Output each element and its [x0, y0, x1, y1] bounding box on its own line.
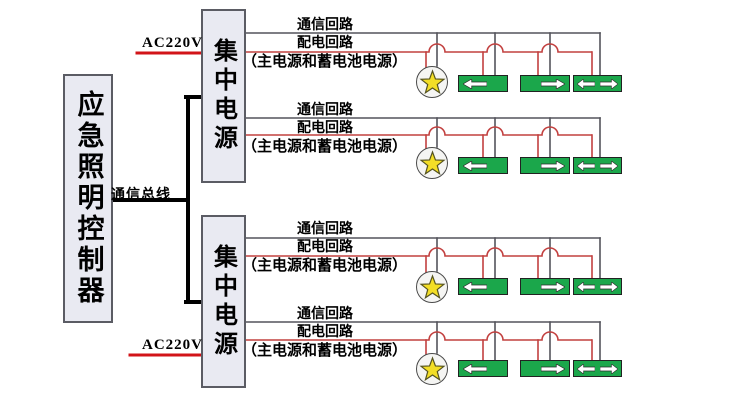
- power-circuit-label: 配电回路: [297, 239, 353, 255]
- arrow-right-icon: [600, 281, 618, 292]
- comm-circuit-label: 通信回路: [297, 221, 353, 237]
- power-circuit-label: 配电回路: [297, 120, 353, 136]
- arrow-left-icon: [577, 78, 595, 89]
- exit-sign-double-icon: [573, 360, 622, 377]
- arrow-left-icon: [463, 78, 487, 89]
- ac220v-label-bottom: AC220V: [142, 337, 203, 353]
- arrow-left-icon: [577, 363, 595, 374]
- arrow-left-icon: [463, 363, 487, 374]
- exit-sign-left-icon: [458, 278, 508, 295]
- power-circuit-label: 配电回路: [297, 324, 353, 340]
- star-icon: [418, 355, 446, 381]
- centralized-power-label: 集中电源: [209, 38, 238, 154]
- emergency-luminaire-icon: [416, 147, 448, 179]
- controller-box: 应急照明控制器: [63, 74, 113, 323]
- comm-circuit-label: 通信回路: [297, 17, 353, 33]
- arrow-left-icon: [577, 281, 595, 292]
- arrow-right-icon: [541, 160, 565, 171]
- centralized-power-label: 集中电源: [209, 243, 238, 360]
- arrow-right-icon: [541, 363, 565, 374]
- centralized-power-box-2: 集中电源: [201, 215, 246, 388]
- power-circuit-label: 配电回路: [297, 35, 353, 51]
- comm-bus-label: 通信总线: [111, 187, 171, 203]
- controller-label: 应急照明控制器: [72, 90, 104, 307]
- emergency-luminaire-icon: [416, 271, 448, 303]
- arrow-left-icon: [463, 160, 487, 171]
- arrow-left-icon: [577, 160, 595, 171]
- arrow-right-icon: [600, 78, 618, 89]
- power-source-note: （主电源和蓄电池电源）: [242, 52, 408, 70]
- exit-sign-left-icon: [458, 157, 508, 174]
- star-icon: [418, 273, 446, 299]
- arrow-left-icon: [463, 281, 487, 292]
- exit-sign-double-icon: [573, 75, 622, 92]
- arrow-right-icon: [600, 363, 618, 374]
- arrow-right-icon: [541, 78, 565, 89]
- star-icon: [418, 68, 446, 94]
- star-icon: [418, 149, 446, 175]
- power-source-note: （主电源和蓄电池电源）: [242, 137, 408, 155]
- emergency-luminaire-icon: [416, 353, 448, 385]
- exit-sign-right-icon: [520, 278, 570, 295]
- exit-sign-right-icon: [520, 157, 570, 174]
- exit-sign-double-icon: [573, 278, 622, 295]
- comm-circuit-label: 通信回路: [297, 102, 353, 118]
- power-source-note: （主电源和蓄电池电源）: [242, 341, 408, 359]
- exit-sign-double-icon: [573, 157, 622, 174]
- exit-sign-left-icon: [458, 75, 508, 92]
- emergency-luminaire-icon: [416, 66, 448, 98]
- exit-sign-left-icon: [458, 360, 508, 377]
- ac220v-label-top: AC220V: [142, 35, 203, 51]
- comm-circuit-label: 通信回路: [297, 306, 353, 322]
- exit-sign-right-icon: [520, 75, 570, 92]
- centralized-power-box-1: 集中电源: [201, 9, 246, 183]
- arrow-right-icon: [541, 281, 565, 292]
- power-source-note: （主电源和蓄电池电源）: [242, 256, 408, 274]
- exit-sign-right-icon: [520, 360, 570, 377]
- arrow-right-icon: [600, 160, 618, 171]
